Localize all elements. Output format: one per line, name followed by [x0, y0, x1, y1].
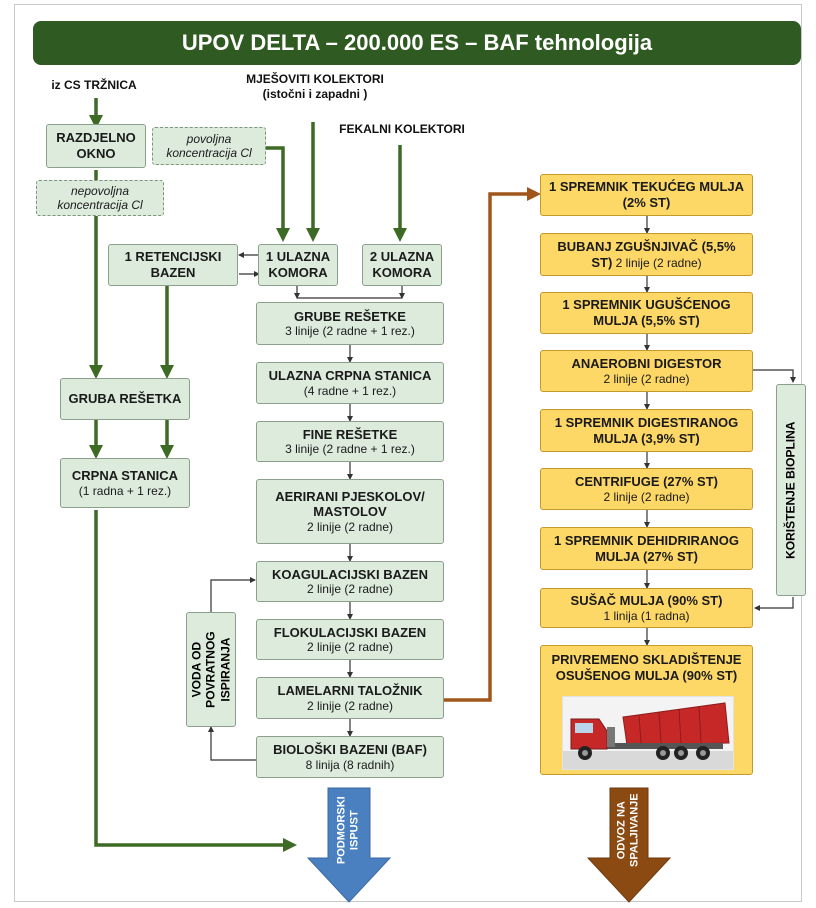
voda-line3: ISPIRANJA: [218, 637, 233, 702]
koristenje-bioplina-box: KORIŠTENJE BIOPLINA: [776, 384, 806, 596]
step-title: 1 SPREMNIK UGUŠĆENOG: [562, 297, 731, 313]
retencijski-line2: BAZEN: [150, 265, 196, 280]
povoljna-cl-note: povoljna koncentracija Cl: [152, 127, 266, 165]
step-title: 1 SPREMNIK DEHIDRIRANOG: [554, 532, 739, 548]
retencijski-line1: 1 RETENCIJSKI: [124, 249, 222, 265]
retencijski-bazen-box: 1 RETENCIJSKI BAZEN: [108, 244, 238, 286]
step-title-2: ST): [591, 254, 613, 270]
razdjelno-line1: RAZDJELNO: [56, 130, 136, 146]
step-grube-resetke: GRUBE REŠETKE 3 linije (2 radne + 1 rez.…: [256, 302, 444, 345]
step-sub: 2 linije (2 radne): [603, 371, 690, 386]
step-title-2: (2% ST): [622, 195, 671, 210]
step-sub: 2 linije (2 radne): [603, 489, 690, 504]
step-title-2: MASTOLOV: [313, 504, 387, 520]
ulazna-komora-2-box: 2 ULAZNA KOMORA: [362, 244, 442, 286]
step-title: KOAGULACIJSKI BAZEN: [271, 566, 428, 582]
sludge-step-tekuci-mulj: 1 SPREMNIK TEKUĆEG MULJA (2% ST): [540, 174, 753, 216]
arrow-mulj-to-spremnik: [444, 187, 541, 702]
step-title: PRIVREMENO SKLADIŠTENJE: [551, 652, 742, 667]
step-title: 1 SPREMNIK DIGESTIRANOG: [554, 414, 739, 430]
diagram-title: UPOV DELTA – 200.000 ES – BAF tehnologij…: [33, 21, 801, 65]
step-title: ANAEROBNI DIGESTOR: [571, 356, 722, 371]
input-mjesoviti-kolektori: MJEŠOVITI KOLEKTORI (istočni i zapadni ): [230, 72, 400, 102]
sludge-step-anaerobni-digestor: ANAEROBNI DIGESTOR 2 linije (2 radne): [540, 350, 753, 392]
step-title: CENTRIFUGE (27% ST): [574, 474, 718, 489]
crpna-title: CRPNA STANICA: [71, 468, 179, 483]
sludge-step-susac-mulja: SUŠAČ MULJA (90% ST) 1 linija (1 radna): [540, 588, 753, 628]
nepovoljna-line2: koncentracija Cl: [57, 198, 143, 212]
truck-icon: [563, 702, 733, 769]
step-title: SUŠAČ MULJA (90% ST): [570, 593, 723, 608]
step-title: AERIRANI PJESKOLOV/: [275, 488, 425, 504]
sludge-step-uguseni-mulj: 1 SPREMNIK UGUŠĆENOG MULJA (5,5% ST): [540, 292, 753, 334]
step-title: LAMELARNI TALOŽNIK: [277, 683, 423, 698]
povoljna-line2: koncentracija Cl: [166, 146, 252, 160]
step-title: FLOKULACIJSKI BAZEN: [273, 624, 427, 640]
step-sub: 3 linije (2 radne + 1 rez.): [285, 324, 415, 339]
step-title: FINE REŠETKE: [302, 426, 398, 442]
step-title: BUBANJ ZGUŠNJIVAČ (5,5%: [557, 238, 736, 254]
step-sub: (4 radne + 1 rez.): [303, 383, 397, 398]
mjesoviti-line1: MJEŠOVITI KOLEKTORI: [246, 72, 384, 86]
razdjelno-okno-box: RAZDJELNO OKNO: [46, 124, 146, 168]
step-sub: 8 linija (8 radnih): [305, 757, 395, 772]
input-fekalni-kolektori: FEKALNI KOLEKTORI: [339, 122, 465, 136]
step-bioloski-bazeni: BIOLOŠKI BAZENI (BAF) 8 linija (8 radnih…: [256, 736, 444, 778]
odvoz-line2: SPALJIVANJE: [629, 793, 641, 867]
outlet-arrow-spaljivanje: [586, 787, 672, 903]
step-title: GRUBE REŠETKE: [294, 308, 406, 324]
step-sub: 2 linije (2 radne): [306, 519, 394, 534]
nepovoljna-line1: nepovoljna: [70, 183, 130, 198]
outlet-arrow-ispust: [306, 787, 392, 903]
step-aerirani-pjeskolov: AERIRANI PJESKOLOV/ MASTOLOV 2 linije (2…: [256, 479, 444, 544]
truck-photo: [562, 696, 734, 770]
input-cs-trznica: iz CS TRŽNICA: [51, 78, 137, 92]
step-koagulacijski-bazen: KOAGULACIJSKI BAZEN 2 linije (2 radne): [256, 561, 444, 602]
step-fine-resetke: FINE REŠETKE 3 linije (2 radne + 1 rez.): [256, 421, 444, 462]
step-title-2: MULJA (5,5% ST): [593, 313, 700, 328]
outlet-line1: PODMORSKI: [335, 796, 348, 864]
step-title: ULAZNA CRPNA STANICA: [268, 368, 432, 383]
crpna-stanica-box: CRPNA STANICA (1 radna + 1 rez.): [60, 458, 190, 508]
sludge-step-bubanj-zgusnjivac: BUBANJ ZGUŠNJIVAČ (5,5% ST) 2 linije (2 …: [540, 233, 753, 276]
step-sub: 3 linije (2 radne + 1 rez.): [285, 442, 415, 457]
step-sub: 2 linije (2 radne): [306, 582, 394, 597]
voda-line2: POVRATNOG: [203, 631, 218, 708]
gruba-resetka-box: GRUBA REŠETKA: [60, 378, 190, 420]
arrow-crpna-to-ispust: [94, 510, 297, 852]
step-sub: 1 linija (1 radna): [603, 608, 690, 623]
ulazna2-line1: 2 ULAZNA: [369, 249, 435, 265]
povoljna-line1: povoljna: [186, 131, 232, 146]
step-title-2: OSUŠENOG MULJA (90% ST): [555, 667, 738, 683]
mjesoviti-line2: (istočni i zapadni ): [262, 87, 368, 101]
step-title-2: MULJA (27% ST): [595, 548, 698, 564]
ulazna1-line2: KOMORA: [268, 265, 328, 280]
step-sub: 2 linije (2 radne): [615, 255, 702, 270]
step-lamelarni-taloznik: LAMELARNI TALOŽNIK 2 linije (2 radne): [256, 677, 444, 719]
sludge-step-digestirani-mulj: 1 SPREMNIK DIGESTIRANOG MULJA (3,9% ST): [540, 409, 753, 452]
step-sub: 2 linije (2 radne): [306, 698, 394, 713]
step-title-2: MULJA (3,9% ST): [593, 430, 700, 446]
ulazna2-line2: KOMORA: [372, 265, 432, 280]
nepovoljna-cl-note: nepovoljna koncentracija Cl: [36, 180, 164, 216]
bioplin-label: KORIŠTENJE BIOPLINA: [783, 421, 798, 559]
outlet-label-spaljivanje: ODVOZ NA SPALJIVANJE: [606, 790, 652, 870]
voda-line1: VODA OD: [189, 641, 204, 698]
sludge-step-centrifuge: CENTRIFUGE (27% ST) 2 linije (2 radne): [540, 468, 753, 510]
ulazna1-line1: 1 ULAZNA: [265, 249, 331, 265]
razdjelno-line2: OKNO: [76, 146, 116, 161]
ulazna-komora-1-box: 1 ULAZNA KOMORA: [258, 244, 338, 286]
step-ulazna-crpna-stanica: ULAZNA CRPNA STANICA (4 radne + 1 rez.): [256, 362, 444, 404]
voda-povratnog-ispiranja-box: VODA OD POVRATNOG ISPIRANJA: [186, 612, 236, 727]
step-title: 1 SPREMNIK TEKUĆEG MULJA: [548, 179, 745, 195]
odvoz-line1: ODVOZ NA: [615, 800, 628, 860]
outlet-line2: ISPUST: [349, 810, 361, 850]
step-title: BIOLOŠKI BAZENI (BAF): [273, 742, 427, 757]
step-sub: 2 linije (2 radne): [306, 640, 394, 655]
crpna-sub: (1 radna + 1 rez.): [78, 483, 172, 498]
step-flokulacijski-bazen: FLOKULACIJSKI BAZEN 2 linije (2 radne): [256, 619, 444, 660]
sludge-step-dehidrirani-mulj: 1 SPREMNIK DEHIDRIRANOG MULJA (27% ST): [540, 527, 753, 570]
outlet-label-ispust: PODMORSKI ISPUST: [326, 790, 372, 870]
